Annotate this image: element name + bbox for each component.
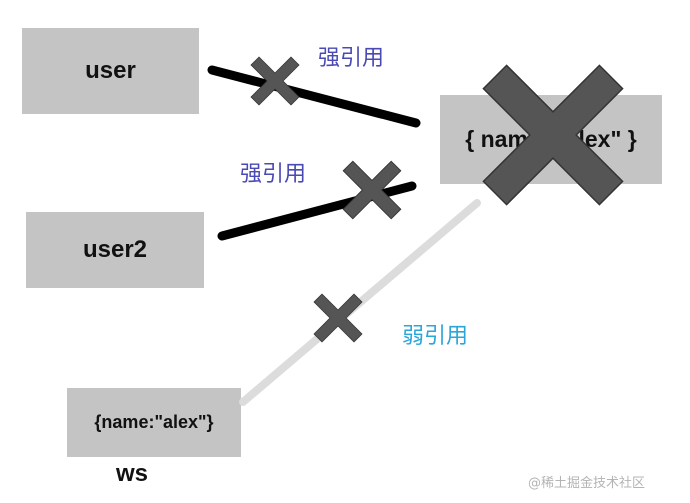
node-ws-value: {name:"alex"} <box>67 388 241 457</box>
watermark: @稀土掘金技术社区 <box>528 476 646 491</box>
cross-icon <box>250 56 300 106</box>
node-user: user <box>22 28 199 114</box>
edge-strong-user <box>207 65 421 128</box>
cross-icon <box>313 293 363 343</box>
variable-name-ws: ws <box>116 460 149 487</box>
edge-label-strong-user: 强引用 <box>318 46 385 71</box>
edge-label-strong-user2: 强引用 <box>240 162 307 187</box>
node-user2: user2 <box>26 212 204 288</box>
cross-icon <box>342 160 402 220</box>
edge-label-weak-ws: 弱引用 <box>402 324 469 349</box>
large-cross-icon <box>482 64 624 206</box>
